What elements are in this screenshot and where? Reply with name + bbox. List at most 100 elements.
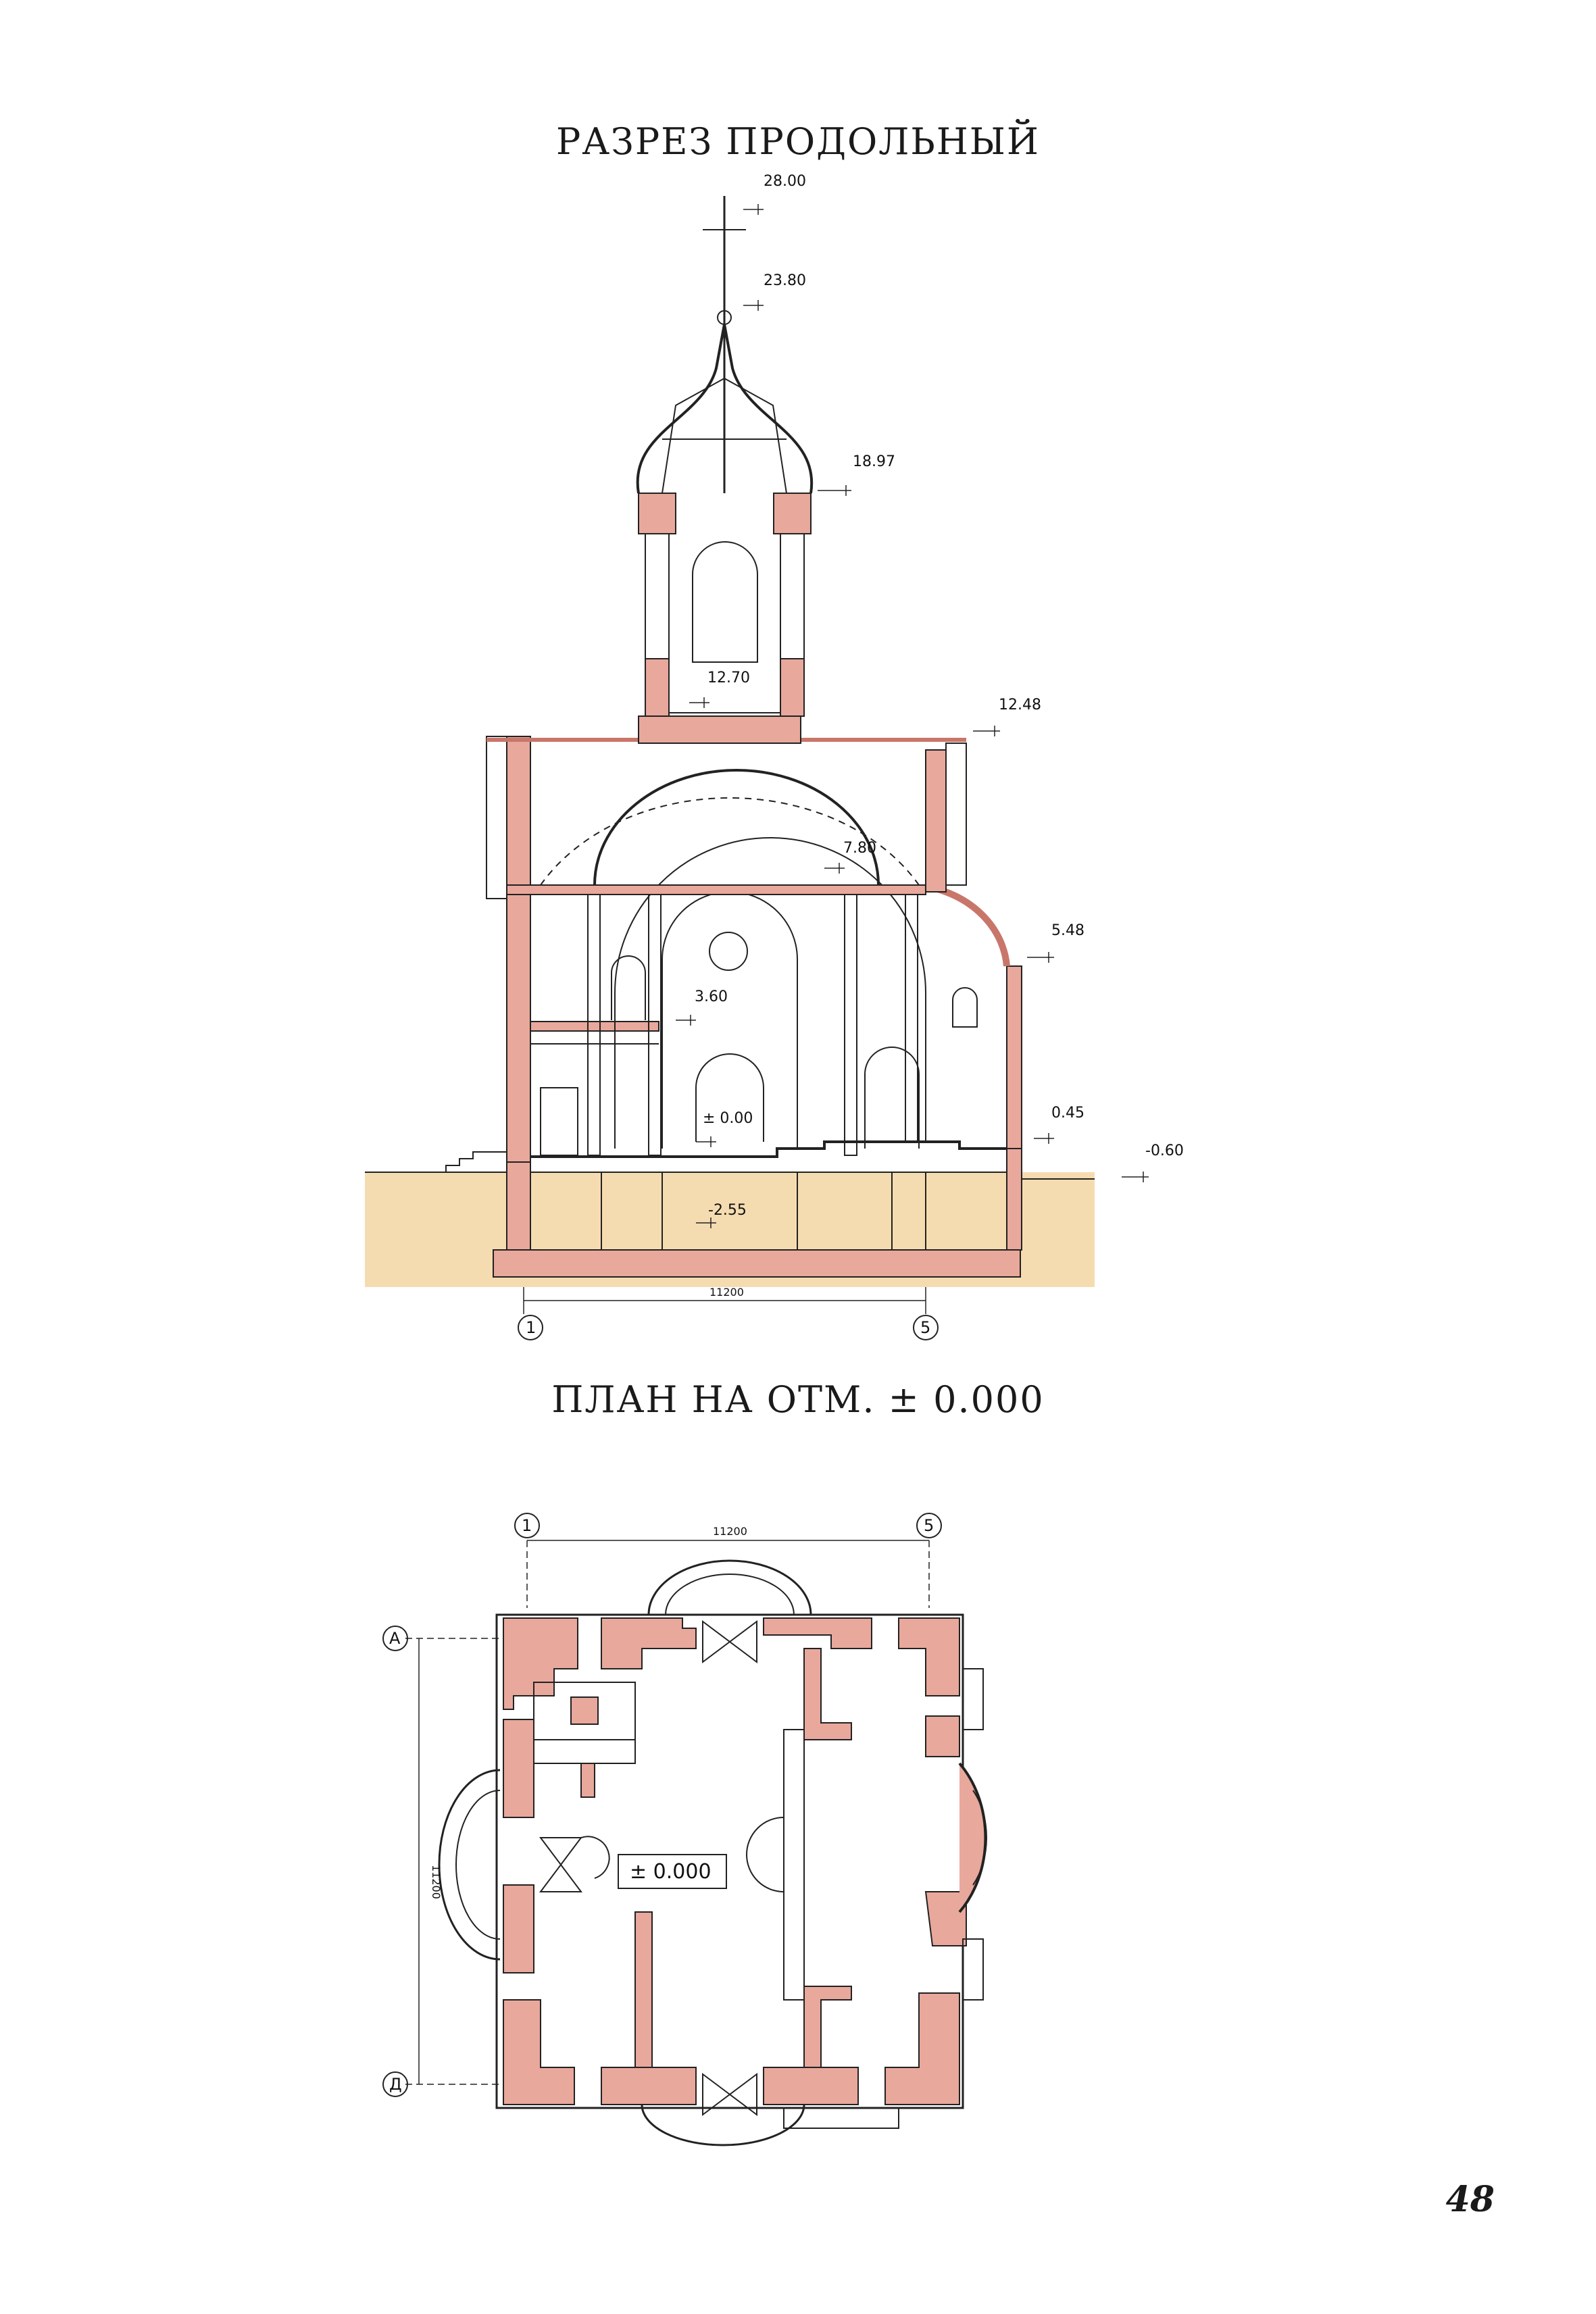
page-number: 48 [1445,2179,1495,2220]
section-axis-circle-5 [913,1315,939,1340]
iconostasis-arch [746,1817,784,1892]
upper-wall-right [925,749,947,892]
wall-ne-corner [898,1617,960,1696]
dome-inner [593,769,880,886]
plan-dimension-top-label: 11200 [713,1525,747,1538]
longitudinal-section [365,196,1149,1340]
stair-core [570,1696,599,1725]
wall-nw-corner [503,1617,578,1710]
floor-plan [382,1513,987,2146]
plan-axis-circle-5 [916,1513,942,1538]
tower-cornice-right [773,493,812,534]
wall-north-b [763,1617,872,1649]
elev-minus-2-55: -2.55 [708,1202,747,1219]
east-bay-upper [962,1668,984,1730]
elev-3-60: 3.60 [695,988,728,1005]
drum-base [638,715,801,744]
iconostasis [783,1729,805,2001]
dome-dashed [540,797,920,886]
section-axis-label-1: 1 [526,1318,536,1337]
wall-inner-stair [580,1763,595,1798]
wall-inner-sw [634,1911,653,2068]
tower-wall-right-cut [780,658,805,717]
plan-axis-circle-1 [514,1513,540,1538]
tower-window [692,541,758,663]
elev-28-00: 28.00 [764,173,806,190]
plan-outline [495,1613,964,2109]
wall-se-corner [884,1992,960,2105]
west-porch-outer [438,1769,501,1961]
elevation-markers [676,204,1149,1228]
basement-wall-left [506,1161,531,1251]
wall-south-b [763,2067,859,2105]
elev-7-80: 7.80 [843,840,876,857]
north-door [702,1620,757,1663]
basement-wall-right [1006,1148,1022,1251]
south-porch [641,2104,805,2146]
gallery-window [611,955,646,1020]
plan-walls [503,1617,967,2105]
side-arch [864,1047,920,1149]
west-inner-door [580,1836,610,1879]
upper-wall-left [506,736,531,886]
oculus-window [709,932,748,971]
wall-east-upper [925,1715,960,1757]
stairwell [533,1682,636,1764]
mid-slab [506,884,926,895]
south-door [702,2073,757,2116]
wall-inner-se [803,1986,852,2068]
elev-0-45: 0.45 [1051,1105,1084,1122]
section-title: РАЗРЕЗ ПРОДОЛЬНЫЙ [555,120,1041,163]
nave-arch [614,837,926,1149]
wall-sw-corner [503,1999,575,2105]
plan-room-elevation: ± 0.000 [630,1860,712,1884]
elev-12-48: 12.48 [999,697,1041,713]
west-door [539,1837,582,1892]
plan-axis-label-a: А [389,1629,401,1648]
apse-inner [972,1790,987,1886]
north-porch-outer [647,1559,812,1615]
plan-axis-circle-d [382,2071,408,2097]
section-dimension-label: 11200 [709,1286,744,1299]
ground-wall-right [1006,965,1022,1149]
plan-dimension-left-label: 11200 [430,1865,443,1899]
parapet-left [486,736,507,899]
elev-0-00: ± 0.00 [703,1110,753,1127]
elev-23-80: 23.80 [764,272,806,289]
elev-minus-0-60: -0.60 [1145,1142,1184,1159]
wall-west-lower [503,1884,534,1973]
foundation-slab [493,1249,1021,1278]
wall-west-upper [503,1719,534,1818]
wall-inner-ne [803,1648,852,1740]
lower-arch-window [695,1053,764,1142]
plan-axis-label-1: 1 [522,1516,532,1535]
plan-title: ПЛАН НА ОТМ. ± 0.000 [551,1378,1045,1421]
section-axis-circle-1 [518,1315,543,1340]
elevation-label-box [618,1854,727,1889]
interior-column-3 [844,891,857,1156]
wall-north-a [601,1617,697,1669]
apse-plan [958,1762,987,1913]
tower-wall-left-cut [645,658,670,717]
tower-cornice-left [638,493,676,534]
wall-south-a [601,2067,697,2105]
plan-axis-circle-a [382,1626,408,1651]
door-basement [540,1087,578,1156]
south-steps [783,2107,899,2129]
apse-window [952,987,978,1028]
north-porch-inner [665,1574,795,1615]
west-porch-inner [455,1790,501,1940]
section-axis-label-5: 5 [920,1318,930,1337]
elev-18-97: 18.97 [853,453,895,470]
wall-east-lower [924,1891,967,1946]
parapet-right [945,743,967,886]
ground-wall-left [506,878,531,1163]
plan-axis-label-d: Д [389,2075,402,2094]
gallery-floor [530,1021,659,1032]
elev-5-48: 5.48 [1051,922,1084,939]
entry-stairs [432,1151,514,1173]
main-floor [530,1140,1007,1158]
apse-vault [925,883,1010,967]
east-bay-lower [962,1938,984,2001]
